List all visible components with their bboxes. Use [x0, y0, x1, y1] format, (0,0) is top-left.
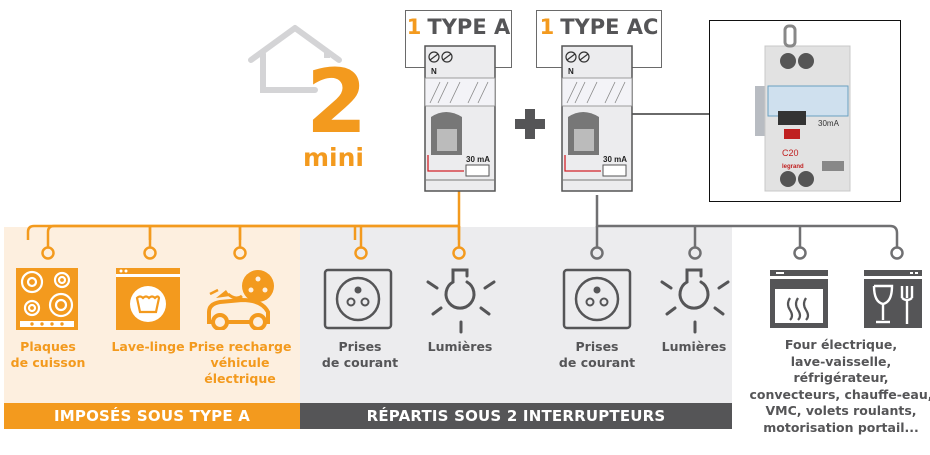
type-ac-label: TYPE AC [560, 15, 659, 39]
svg-text:30 mA: 30 mA [466, 155, 490, 164]
type-a-count: 1 [406, 15, 422, 39]
svg-text:N: N [431, 67, 437, 76]
minimum-label: mini [303, 143, 364, 172]
label-cooktop: Plaques de cuisson [10, 339, 86, 370]
breaker-type-a: N 30 mA [424, 45, 496, 192]
node-dishwasher [890, 246, 904, 260]
light-bulb-icon [660, 268, 730, 334]
type-a-required-band: IMPOSÉS SOUS TYPE A [4, 403, 300, 429]
socket-icon [562, 268, 632, 330]
svg-text:30mA: 30mA [818, 119, 840, 128]
type-ac-count: 1 [539, 15, 555, 39]
type-ac-wiring [590, 195, 904, 260]
node-cooktop [41, 246, 55, 260]
node-light-a [452, 246, 466, 260]
split-band: RÉPARTIS SOUS 2 INTERRUPTEURS DIFFÉRENTI… [300, 403, 732, 451]
node-socket-a [354, 246, 368, 260]
svg-text:N: N [568, 67, 574, 76]
label-light-ac: Lumières [661, 339, 727, 354]
dishwasher-icon [864, 270, 922, 328]
node-ev [233, 246, 247, 260]
node-washer [143, 246, 157, 260]
wire-cooktop [26, 190, 461, 240]
label-ev-charger: Prise recharge véhicule électrique [188, 339, 292, 386]
light-bulb-icon [426, 268, 496, 334]
cooktop-icon [16, 268, 78, 330]
node-light-ac [688, 246, 702, 260]
label-light-a: Lumières [427, 339, 493, 354]
svg-text:30 mA: 30 mA [603, 155, 627, 164]
breaker-photo-illustration: 30mA C20 legrand [755, 24, 851, 192]
label-socket-ac: Prises de courant [558, 339, 636, 370]
svg-text:C20: C20 [782, 148, 799, 158]
node-oven [793, 246, 807, 260]
label-other-appliances: Four électrique, lave-vaisselle, réfrigé… [749, 337, 930, 435]
label-washer: Lave-linge [111, 339, 185, 354]
breaker-type-ac: N 30 mA [561, 45, 633, 192]
washing-machine-icon [116, 268, 180, 330]
type-a-wiring [26, 190, 466, 260]
minimum-count: 2 [306, 50, 368, 153]
plus-icon [515, 109, 545, 139]
socket-icon [323, 268, 393, 330]
node-socket-ac [590, 246, 604, 260]
product-photo: 30mA C20 legrand [709, 20, 901, 202]
svg-text:legrand: legrand [782, 164, 804, 170]
oven-icon [770, 270, 828, 328]
ev-charger-icon [207, 270, 274, 330]
house-outline-icon [248, 25, 342, 93]
type-a-label: TYPE A [427, 15, 511, 39]
label-socket-a: Prises de courant [321, 339, 399, 370]
